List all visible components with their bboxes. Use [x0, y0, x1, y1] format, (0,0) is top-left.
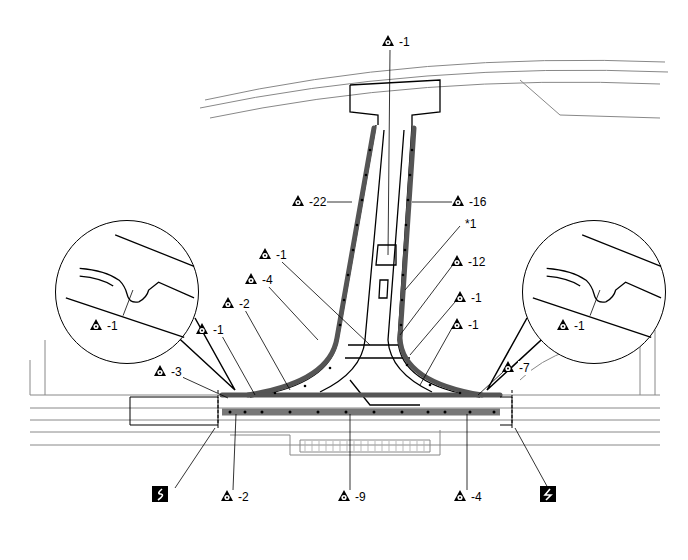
detail-circle: -1 — [522, 220, 666, 364]
weld-symbol — [90, 319, 102, 330]
weld-symbol — [557, 319, 569, 330]
weld-count: -12 — [467, 255, 486, 269]
weld-symbol — [245, 273, 257, 284]
weld-symbol — [292, 195, 304, 206]
detail-circle: -1 — [55, 220, 199, 364]
weld-symbol — [451, 255, 463, 266]
detail-sketch — [523, 221, 665, 363]
weld-symbol — [454, 291, 466, 302]
weld-count: -1 — [212, 323, 225, 337]
weld-count: -22 — [308, 195, 327, 209]
weld-count: -1 — [470, 291, 483, 305]
weld-count: -2 — [238, 297, 251, 311]
weld-symbol — [154, 365, 166, 376]
weld-symbol — [338, 490, 350, 501]
weld-count: -1 — [467, 318, 480, 332]
weld-count: -9 — [354, 490, 367, 504]
detail-sketch — [56, 221, 198, 363]
weld-count: -1 — [398, 35, 411, 49]
weld-symbol-layer — [56, 221, 198, 363]
weld-symbol — [502, 361, 514, 372]
weld-symbol — [222, 297, 234, 308]
weld-count: -1 — [275, 248, 288, 262]
weld-count: -1 — [573, 319, 586, 333]
note-mark: *1 — [464, 217, 477, 231]
weld-symbol — [382, 35, 394, 46]
weld-count: -4 — [470, 490, 483, 504]
weld-count: -3 — [170, 365, 183, 379]
weld-count: -7 — [518, 361, 531, 375]
weld-symbol — [196, 323, 208, 334]
weld-symbol — [452, 195, 464, 206]
weld-count: -4 — [261, 273, 274, 287]
weld-symbol — [221, 490, 233, 501]
weld-count: -2 — [237, 490, 250, 504]
weld-count: -16 — [468, 195, 487, 209]
weld-symbol — [259, 248, 271, 259]
weld-symbol — [454, 490, 466, 501]
weld-symbol — [451, 318, 463, 329]
weld-symbol-layer — [523, 221, 665, 363]
weld-count: -1 — [106, 319, 119, 333]
